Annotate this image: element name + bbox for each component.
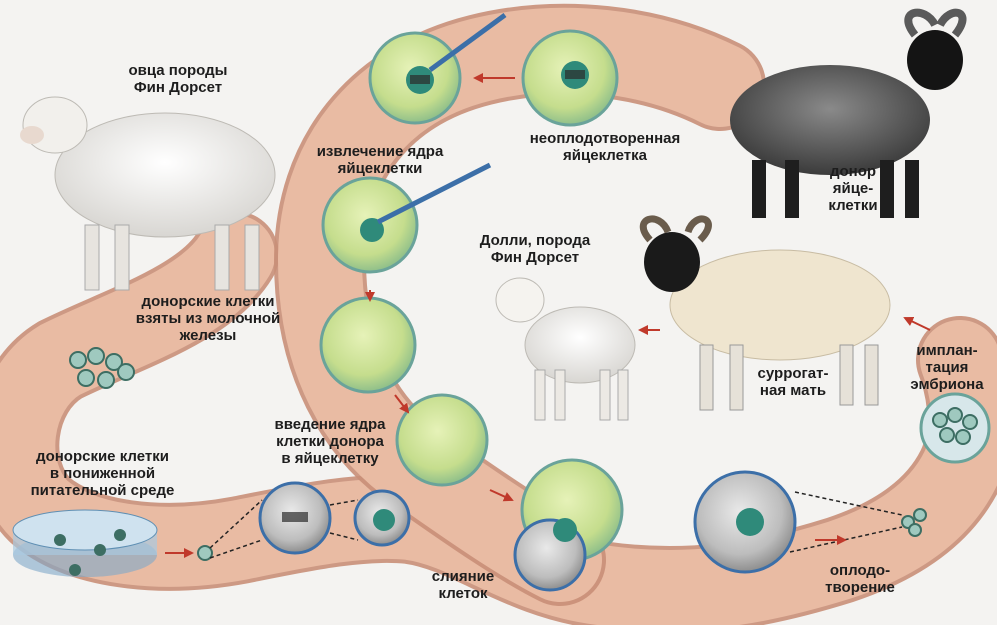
label-unfertilized-egg: неоплодотворенная яйцеклетка — [505, 130, 705, 164]
label-surrogate-mother: суррогат- ная мать — [738, 365, 848, 399]
label-nucleus-insertion: введение ядра клетки донора в яйцеклетку — [255, 416, 405, 467]
label-embryo-implantation: имплан- тация эмбриона — [902, 342, 992, 393]
label-donor-cells-taken: донорские клетки взяты из молочной желез… — [108, 293, 308, 344]
dolly-lamb-illustration — [496, 278, 635, 420]
label-fin-dorset-sheep: овца породы Фин Дорсет — [108, 62, 248, 96]
label-nucleus-extraction: извлечение ядра яйцеклетки — [295, 143, 465, 177]
label-egg-donor: донор яйце- клетки — [808, 163, 898, 214]
petri-dish-illustration — [13, 510, 157, 577]
label-donor-cells-medium: донорские клетки в пониженной питательно… — [10, 448, 195, 499]
label-dolly: Долли, порода Фин Дорсет — [455, 232, 615, 266]
label-fertilization: оплодо- творение — [810, 562, 910, 596]
label-cell-fusion: слияние клеток — [408, 568, 518, 602]
